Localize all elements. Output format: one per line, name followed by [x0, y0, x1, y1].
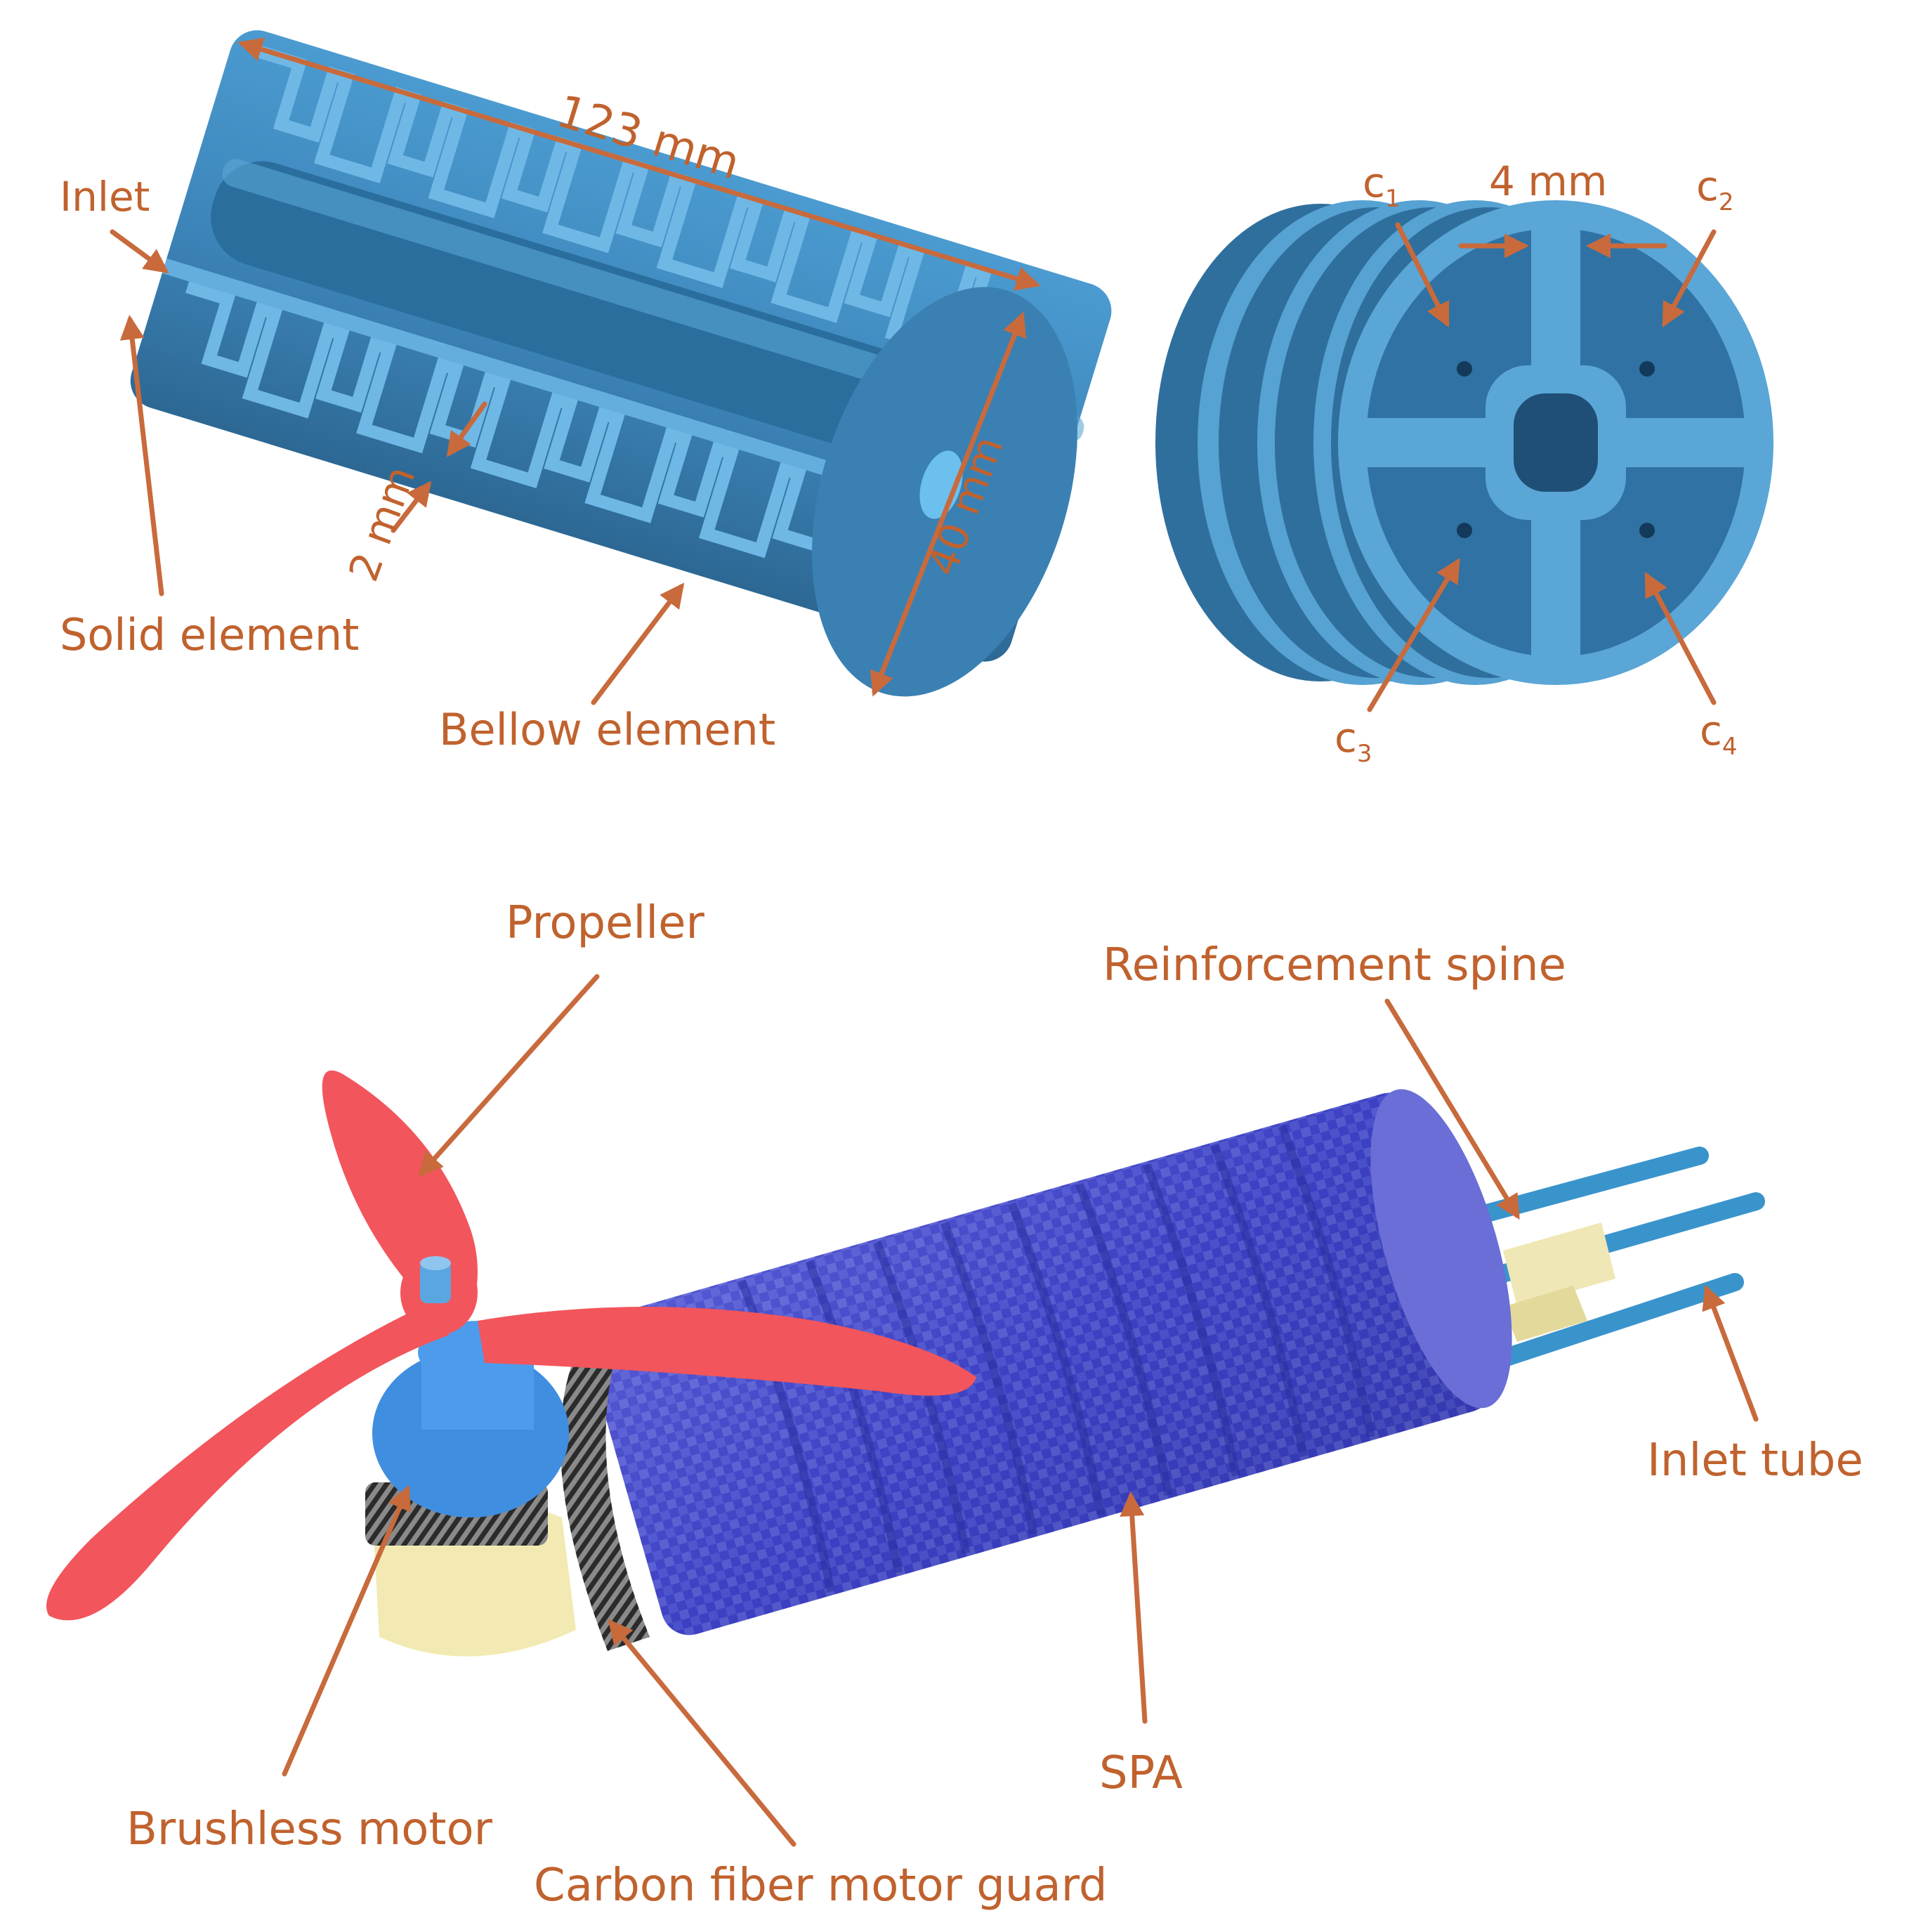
inlet-tube-label: Inlet tube	[1647, 1435, 1863, 1487]
chamber-c2-label: c2	[1696, 162, 1734, 216]
diameter-dimension-arrow-icon	[870, 311, 1027, 697]
svg-text:c4: c4	[1700, 707, 1738, 761]
solid-element-label: Solid element	[60, 609, 359, 660]
brushless-motor	[372, 1321, 569, 1517]
carbon-fiber-guard	[560, 1335, 650, 1651]
chamber-c2-arrow-icon	[1662, 229, 1717, 328]
bellow-element-label: Bellow element	[439, 704, 775, 755]
guard-arrow-icon	[608, 1619, 796, 1847]
svg-text:c3: c3	[1334, 714, 1372, 768]
carbon-fiber-guard-label: Carbon fiber motor guard	[534, 1860, 1108, 1912]
brushless-motor-label: Brushless motor	[126, 1803, 493, 1855]
spine-arrow-icon	[1384, 998, 1520, 1220]
wall-arrow-bottom-icon	[391, 481, 432, 533]
reinforcement-spine-label: Reinforcement spine	[1103, 939, 1566, 991]
chamber-c4-arrow-icon	[1644, 571, 1717, 705]
spa-fabric-body	[585, 1089, 1512, 1636]
spa-label: SPA	[1099, 1747, 1183, 1799]
propeller-label: Propeller	[506, 897, 704, 949]
chamber-c4-label: c4	[1700, 707, 1738, 761]
propeller	[46, 1070, 976, 1621]
spa-arrow-icon	[1120, 1492, 1148, 1724]
inlet-label: Inlet	[60, 173, 150, 221]
panel-c-assembly	[46, 1070, 1765, 1657]
length-dimension-arrow-icon	[237, 37, 1041, 291]
inlet-tube-arrow-icon	[1702, 1284, 1759, 1422]
motor-arrow-icon	[282, 1484, 411, 1777]
wall-arrow-top-icon	[446, 401, 487, 457]
chamber-c1-arrow-icon	[1395, 222, 1450, 328]
reinforcement-spine	[1503, 1222, 1615, 1342]
rib-width-label: 4 mm	[1489, 157, 1607, 205]
chamber-c3-label: c3	[1334, 714, 1372, 768]
panel-b-spa-end-view	[1155, 200, 1773, 685]
svg-text:c1: c1	[1363, 159, 1401, 213]
propeller-arrow-icon	[418, 974, 600, 1177]
inlet-arrow-icon	[110, 229, 169, 274]
wall-thickness-label: 2 mm	[339, 460, 424, 587]
bellow-element-arrow-icon	[591, 582, 685, 705]
svg-text:c2: c2	[1696, 162, 1734, 216]
chamber-c3-arrow-icon	[1367, 557, 1460, 712]
chamber-c1-label: c1	[1363, 159, 1401, 213]
solid-element-arrow-icon	[119, 315, 164, 596]
